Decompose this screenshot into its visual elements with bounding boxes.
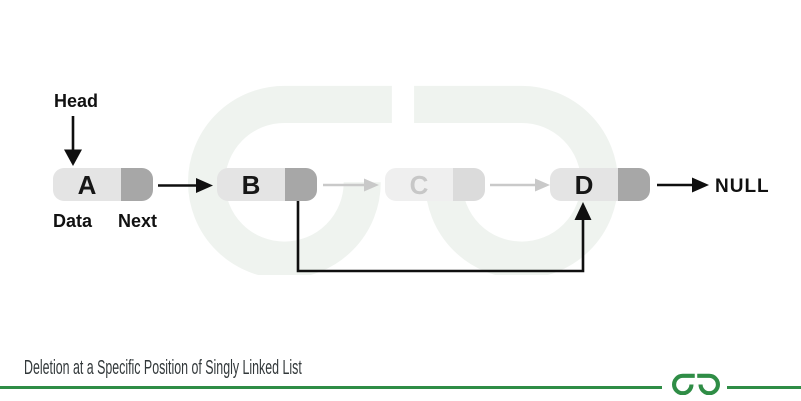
arrow-b-to-c-faded xyxy=(323,178,379,192)
list-node-a: A xyxy=(53,168,153,201)
head-pointer-label: Head xyxy=(54,91,99,111)
list-node-c-deleted: C xyxy=(385,168,485,201)
null-terminator-label: NULL xyxy=(715,176,770,197)
arrow-d-to-null xyxy=(657,177,709,193)
arrow-a-to-b xyxy=(158,178,213,193)
data-field-label: Data xyxy=(53,211,93,231)
list-node-d: D xyxy=(550,168,650,201)
list-node-b: B xyxy=(217,168,317,201)
geeksforgeeks-logo-icon xyxy=(672,373,720,395)
bypass-arrow-b-to-d xyxy=(296,201,592,273)
node-b-next-cell xyxy=(285,168,317,201)
node-a-next-cell xyxy=(121,168,153,201)
node-c-data-cell: C xyxy=(385,168,453,201)
arrow-c-to-d-faded xyxy=(490,178,550,192)
node-a-data-cell: A xyxy=(53,168,121,201)
next-field-label: Next xyxy=(118,211,158,231)
diagram-caption: Deletion at a Specific Position of Singl… xyxy=(24,357,302,379)
node-d-data-cell: D xyxy=(550,168,618,201)
node-c-next-cell xyxy=(453,168,485,201)
node-b-data-cell: B xyxy=(217,168,285,201)
head-arrow xyxy=(64,116,82,166)
geeksforgeeks-watermark-icon xyxy=(188,85,618,275)
footer-rule-left xyxy=(0,386,662,389)
footer-rule-right xyxy=(727,386,801,389)
node-d-next-cell xyxy=(618,168,650,201)
